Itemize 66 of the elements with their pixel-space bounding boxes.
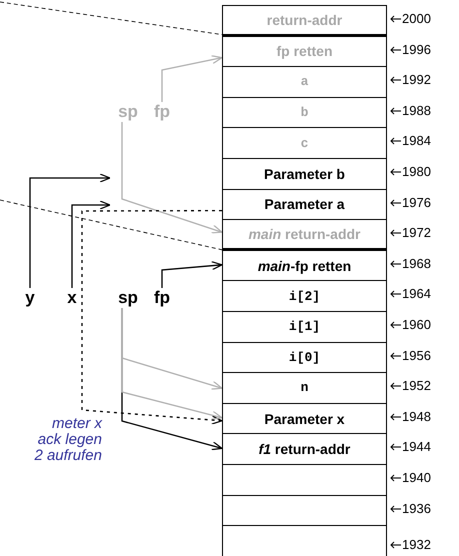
pointer-name: sp — [116, 103, 140, 121]
cell-text: b — [300, 105, 308, 120]
pointer-arrow — [29, 173, 111, 288]
stack-cell — [222, 402, 387, 434]
cell-text: Parameter b — [264, 166, 345, 182]
pointer-name: y — [18, 289, 42, 307]
cell-text: Parameter a — [264, 196, 345, 212]
stack-cell — [222, 219, 387, 252]
cell-text: a — [300, 74, 308, 90]
address-label: 1968 — [402, 256, 431, 271]
leader-line — [0, 200, 222, 250]
cell-text: n — [300, 380, 308, 396]
cell-text: f1 return-addr — [258, 441, 350, 458]
stack-cell — [222, 280, 387, 312]
address-label: 1996 — [402, 42, 431, 57]
address-label: 1940 — [402, 470, 431, 485]
address-label: 1988 — [402, 102, 431, 118]
stack-cell — [222, 311, 387, 343]
pointer-arrow — [121, 308, 223, 420]
stack-cell — [222, 158, 387, 190]
address-label: 1952 — [402, 378, 431, 394]
pointer-name: sp — [116, 289, 140, 307]
empty-stack-cell — [222, 494, 387, 526]
cell-text: return-addr — [266, 12, 342, 28]
stack-cell — [222, 433, 387, 465]
pointer-arrow — [161, 55, 223, 102]
pointer-arrow — [71, 200, 111, 288]
cell-text: main-fp retten — [258, 258, 352, 274]
note-text: meter x ack legen 2 aufrufen — [33, 416, 102, 464]
pointer-arrow — [161, 261, 223, 288]
cell-text: i[1] — [288, 319, 320, 334]
address-label: 1932 — [402, 537, 431, 552]
address-label: 1980 — [402, 164, 431, 179]
stack-cell — [222, 96, 387, 128]
stack-cell — [222, 188, 387, 220]
cell-text: c — [300, 136, 308, 151]
pointer-name: fp — [150, 289, 174, 307]
pointer-arrow — [81, 210, 223, 425]
empty-stack-cell — [222, 525, 387, 556]
cell-text: Parameter x — [264, 410, 345, 427]
stack-cell — [222, 5, 387, 38]
cell-text: main return-addr — [248, 226, 361, 242]
stack-cell — [222, 250, 387, 282]
stack-cell — [222, 342, 387, 374]
address-label: 1964 — [402, 286, 431, 302]
address-label: 1976 — [402, 194, 431, 210]
cell-text: i[2] — [288, 288, 320, 304]
address-label: 1944 — [402, 439, 431, 454]
address-label: 1936 — [402, 500, 431, 516]
pointer-name: x — [60, 289, 84, 307]
stack-cell — [222, 66, 387, 98]
address-label: 1960 — [402, 317, 431, 332]
address-label: 1956 — [402, 348, 431, 363]
address-label: 1992 — [402, 72, 431, 88]
cell-text: fp retten — [276, 43, 332, 60]
address-label: 1972 — [402, 225, 431, 240]
address-label: 1984 — [402, 133, 431, 148]
pointer-arrow — [121, 122, 223, 234]
address-label: 1948 — [402, 408, 431, 424]
stack-cell — [222, 127, 387, 159]
empty-stack-cell — [222, 464, 387, 496]
cell-text: i[0] — [288, 350, 320, 365]
stack-cell — [222, 372, 387, 404]
stack-cell — [222, 36, 387, 68]
pointer-name: fp — [150, 103, 174, 121]
address-label: 2000 — [402, 11, 431, 26]
